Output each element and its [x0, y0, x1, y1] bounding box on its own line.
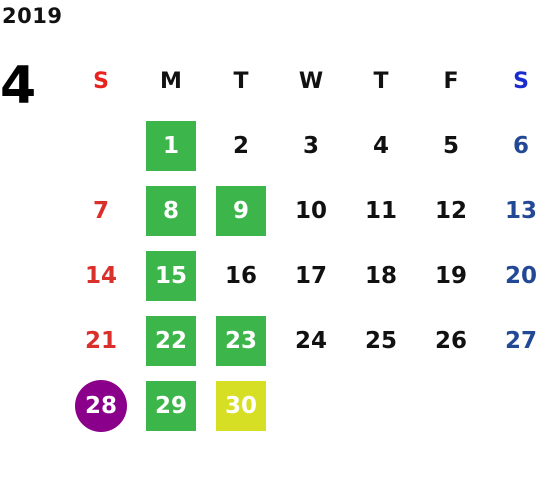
calendar-day-cell[interactable]: 10 [276, 185, 346, 237]
calendar-empty-cell [276, 380, 346, 432]
calendar-day-number: 30 [216, 381, 266, 431]
calendar-day-number: 13 [504, 198, 537, 224]
calendar-empty-cell [66, 120, 136, 172]
calendar-day-cell[interactable]: 28 [66, 380, 136, 432]
calendar-day-number: 15 [146, 251, 196, 301]
weekday-header-thursday: T [373, 68, 389, 94]
calendar-day-number: 2 [232, 133, 249, 159]
calendar-day-cell[interactable]: 6 [486, 120, 548, 172]
calendar-week-row: 1 2 3 4 5 6 [66, 120, 548, 172]
calendar-empty-cell [416, 380, 486, 432]
calendar-week-row: 21 22 23 24 25 26 27 [66, 315, 548, 367]
calendar-empty-cell [346, 380, 416, 432]
calendar-week-row: 14 15 16 17 18 19 20 [66, 250, 548, 302]
calendar-day-cell[interactable]: 16 [206, 250, 276, 302]
calendar-day-number: 22 [146, 316, 196, 366]
calendar-day-number: 9 [216, 186, 266, 236]
calendar-day-number: 11 [364, 198, 397, 224]
calendar-day-cell[interactable]: 4 [346, 120, 416, 172]
calendar-day-number: 10 [294, 198, 327, 224]
calendar-day-cell[interactable]: 24 [276, 315, 346, 367]
calendar-day-cell[interactable]: 22 [136, 315, 206, 367]
calendar-day-number: 24 [294, 328, 327, 354]
calendar-day-cell[interactable]: 26 [416, 315, 486, 367]
calendar-day-number: 4 [372, 133, 389, 159]
weekday-header-sunday: S [93, 68, 109, 94]
weekday-header-monday: M [160, 68, 182, 94]
calendar-day-cell[interactable]: 7 [66, 185, 136, 237]
calendar-day-cell[interactable]: 29 [136, 380, 206, 432]
calendar-day-number: 17 [294, 263, 327, 289]
weekday-header-friday: F [443, 68, 459, 94]
weekday-header-tuesday: T [233, 68, 249, 94]
calendar-day-cell[interactable]: 11 [346, 185, 416, 237]
calendar-day-cell[interactable]: 20 [486, 250, 548, 302]
calendar-day-number: 3 [302, 133, 319, 159]
calendar-month: 4 [0, 56, 37, 116]
weekday-header-saturday: S [513, 68, 529, 94]
calendar-day-cell[interactable]: 3 [276, 120, 346, 172]
calendar-day-cell[interactable]: 25 [346, 315, 416, 367]
calendar-day-number: 6 [512, 133, 529, 159]
calendar-day-number: 16 [224, 263, 257, 289]
calendar-day-number: 5 [442, 133, 459, 159]
calendar-day-number: 28 [75, 380, 127, 432]
calendar-day-number: 27 [504, 328, 537, 354]
weekday-header-row: S M T W T F S [66, 55, 548, 107]
calendar-day-cell[interactable]: 12 [416, 185, 486, 237]
calendar-day-cell[interactable]: 8 [136, 185, 206, 237]
calendar-empty-cell [486, 380, 548, 432]
calendar-day-cell[interactable]: 30 [206, 380, 276, 432]
calendar-day-cell[interactable]: 2 [206, 120, 276, 172]
calendar-day-cell[interactable]: 17 [276, 250, 346, 302]
calendar-day-number: 29 [146, 381, 196, 431]
calendar-day-number: 23 [216, 316, 266, 366]
calendar-day-number: 7 [92, 198, 109, 224]
calendar-day-cell[interactable]: 15 [136, 250, 206, 302]
calendar-day-number: 14 [84, 263, 117, 289]
calendar-day-cell[interactable]: 18 [346, 250, 416, 302]
calendar-year: 2019 [2, 4, 63, 28]
calendar-day-cell[interactable]: 1 [136, 120, 206, 172]
calendar-day-number: 1 [146, 121, 196, 171]
calendar-day-cell[interactable]: 9 [206, 185, 276, 237]
calendar-day-number: 18 [364, 263, 397, 289]
calendar-day-cell[interactable]: 27 [486, 315, 548, 367]
calendar-day-cell[interactable]: 19 [416, 250, 486, 302]
calendar-day-number: 8 [146, 186, 196, 236]
weekday-header-wednesday: W [298, 68, 324, 94]
calendar-day-cell[interactable]: 14 [66, 250, 136, 302]
calendar-day-number: 26 [434, 328, 467, 354]
calendar-day-number: 25 [364, 328, 397, 354]
calendar-day-number: 21 [84, 328, 117, 354]
calendar-day-cell[interactable]: 23 [206, 315, 276, 367]
calendar-day-number: 19 [434, 263, 467, 289]
calendar-day-cell[interactable]: 21 [66, 315, 136, 367]
calendar-day-cell[interactable]: 13 [486, 185, 548, 237]
calendar-week-row: 28 29 30 [66, 380, 548, 432]
calendar-day-number: 12 [434, 198, 467, 224]
calendar-day-number: 20 [504, 263, 537, 289]
calendar-day-cell[interactable]: 5 [416, 120, 486, 172]
